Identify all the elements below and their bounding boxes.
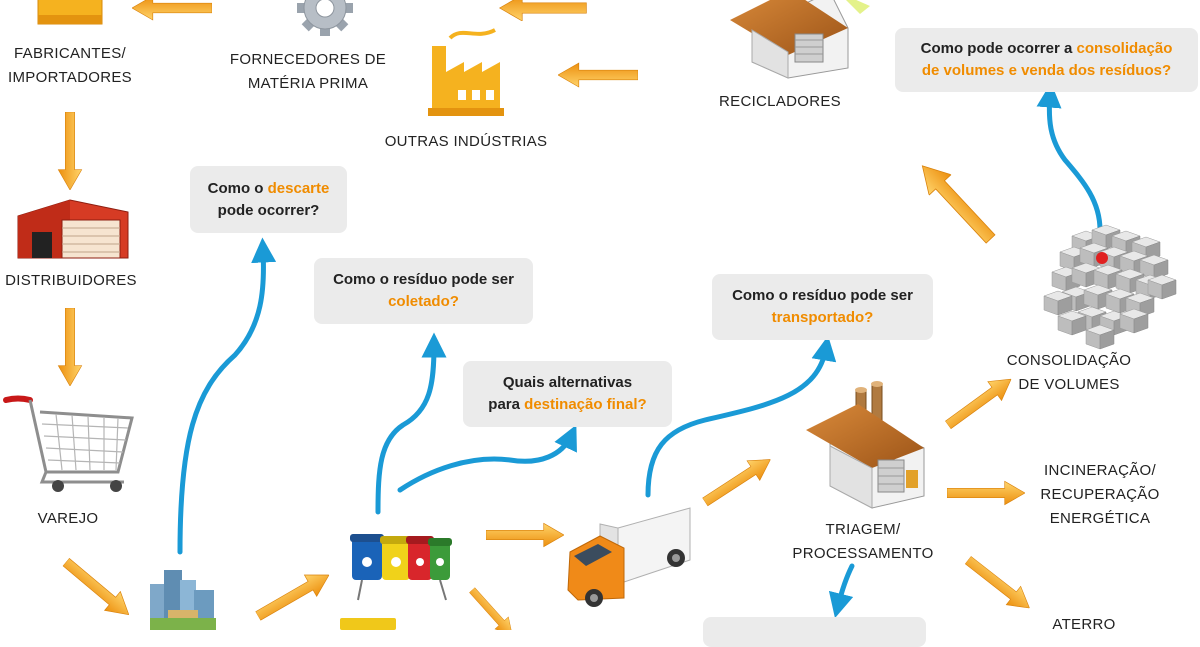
arrow-triagem-to-incineracao xyxy=(947,480,1025,506)
bubble-consolidacao-l2: de volumes e venda dos resíduos? xyxy=(921,62,1172,79)
processing-plant-icon xyxy=(806,381,925,509)
node-outras-industrias: OUTRAS INDÚSTRIAS xyxy=(385,130,548,154)
recycling-bins-icon xyxy=(340,534,452,630)
bubble-descarte: Como o descarte pode ocorrer? xyxy=(190,166,347,233)
bubble-descarte-l1a: Como o xyxy=(207,179,268,197)
node-fornecedores-line2: MATÉRIA PRIMA xyxy=(247,75,369,92)
node-fabricantes-line2: IMPORTADORES xyxy=(8,69,132,86)
bubble-consolidacao-l1b: consolidação xyxy=(1076,40,1173,57)
node-incineracao: INCINERAÇÃO/ RECUPERAÇÃO ENERGÉTICA xyxy=(1040,459,1159,531)
bubble-transportado-l2: transportado? xyxy=(771,309,874,326)
distribution-center-icon xyxy=(17,199,129,259)
arrow-varejo-to-consumidores xyxy=(57,552,138,625)
bubble-coletado: Como o resíduo pode ser coletado? xyxy=(314,258,533,324)
blue-arrow-descarte xyxy=(177,237,277,555)
bubble-destinacao-l2a: para xyxy=(488,396,525,413)
blue-arrow-consolidacao xyxy=(1036,82,1103,233)
node-fornecedores-line1: FORNECEDORES DE xyxy=(229,51,387,68)
blue-arrow-triagem-down xyxy=(828,563,855,619)
node-fabricantes: FABRICANTES/ IMPORTADORES xyxy=(8,42,132,90)
node-consolidacao: CONSOLIDAÇÃO DE VOLUMES xyxy=(1007,349,1131,397)
node-triagem: TRIAGEM/ PROCESSAMENTO xyxy=(792,518,933,566)
bubble-descarte-l1b: descarte xyxy=(267,179,330,197)
node-fabricantes-line1: FABRICANTES/ xyxy=(14,45,126,62)
bubble-consolidacao: Como pode ocorrer a consolidação de volu… xyxy=(895,28,1198,92)
arrow-consumidores-to-coleta xyxy=(251,563,336,628)
bubble-consolidacao-l1a: Como pode ocorrer a xyxy=(920,40,1077,57)
bubble-partial-bottom xyxy=(703,617,926,647)
arrow-consolidacao-to-recicladores xyxy=(910,154,1003,251)
bubble-coletado-l1: Como o resíduo pode ser xyxy=(333,271,514,288)
arrow-distribuidores-to-varejo xyxy=(57,308,83,386)
node-varejo-line1: VAREJO xyxy=(37,510,99,527)
bubble-transportado: Como o resíduo pode ser transportado? xyxy=(712,274,933,340)
node-distribuidores-line1: DISTRIBUIDORES xyxy=(5,272,137,289)
blue-question-arrows xyxy=(177,82,1103,619)
node-triagem-line2: PROCESSAMENTO xyxy=(792,545,934,562)
gear-icon xyxy=(297,0,353,36)
cubes-icon xyxy=(1043,224,1177,350)
node-incineracao-line3: ENERGÉTICA xyxy=(1049,510,1151,527)
arrow-recicladores-to-fornecedores xyxy=(498,0,588,21)
arrow-recicladores-to-outras xyxy=(558,62,638,88)
node-aterro-line1: ATERRO xyxy=(1052,616,1116,633)
warehouse-icon xyxy=(730,0,870,79)
blue-arrow-transportado xyxy=(645,335,837,498)
bubble-destinacao-l2b: destinação final? xyxy=(524,396,647,413)
node-outras-line1: OUTRAS INDÚSTRIAS xyxy=(384,133,548,150)
arrow-coleta-to-transporte xyxy=(486,522,564,548)
bubble-descarte-l2: pode ocorrer? xyxy=(217,201,320,219)
bubble-destinacao-l1: Quais alternativas xyxy=(502,374,633,391)
highlight-dot xyxy=(1096,252,1108,264)
buildings-icon xyxy=(150,570,216,630)
node-varejo: VAREJO xyxy=(38,507,99,531)
box-icon xyxy=(37,0,103,25)
bubble-destinacao: Quais alternativas para destinação final… xyxy=(463,361,672,427)
shopping-cart-icon xyxy=(3,395,134,492)
bubble-coletado-l2: coletado? xyxy=(388,293,459,310)
node-incineracao-line1: INCINERAÇÃO/ xyxy=(1044,462,1156,479)
node-recicladores-line1: RECICLADORES xyxy=(719,93,841,110)
node-consolidacao-line1: CONSOLIDAÇÃO xyxy=(1006,352,1132,369)
node-triagem-line1: TRIAGEM/ xyxy=(825,521,901,538)
node-consolidacao-line2: DE VOLUMES xyxy=(1018,376,1120,393)
factory-icon xyxy=(428,28,504,116)
arrow-coleta-down xyxy=(464,583,520,630)
arrow-fornecedores-to-fabricantes xyxy=(132,0,212,21)
node-distribuidores: DISTRIBUIDORES xyxy=(5,269,137,293)
arrow-fabricantes-to-distribuidores xyxy=(57,112,83,190)
blue-arrow-coletado xyxy=(375,332,447,515)
node-fornecedores: FORNECEDORES DE MATÉRIA PRIMA xyxy=(230,48,386,96)
flow-diagram xyxy=(3,0,1177,630)
arrow-triagem-to-aterro xyxy=(960,550,1038,618)
node-aterro: ATERRO xyxy=(1052,613,1115,637)
node-recicladores: RECICLADORES xyxy=(719,90,841,114)
node-incineracao-line2: RECUPERAÇÃO xyxy=(1040,486,1160,503)
bubble-transportado-l1: Como o resíduo pode ser xyxy=(732,287,913,304)
truck-icon xyxy=(567,507,691,607)
blue-arrow-destinacao xyxy=(397,424,577,493)
arrow-transporte-to-triagem xyxy=(698,449,778,513)
